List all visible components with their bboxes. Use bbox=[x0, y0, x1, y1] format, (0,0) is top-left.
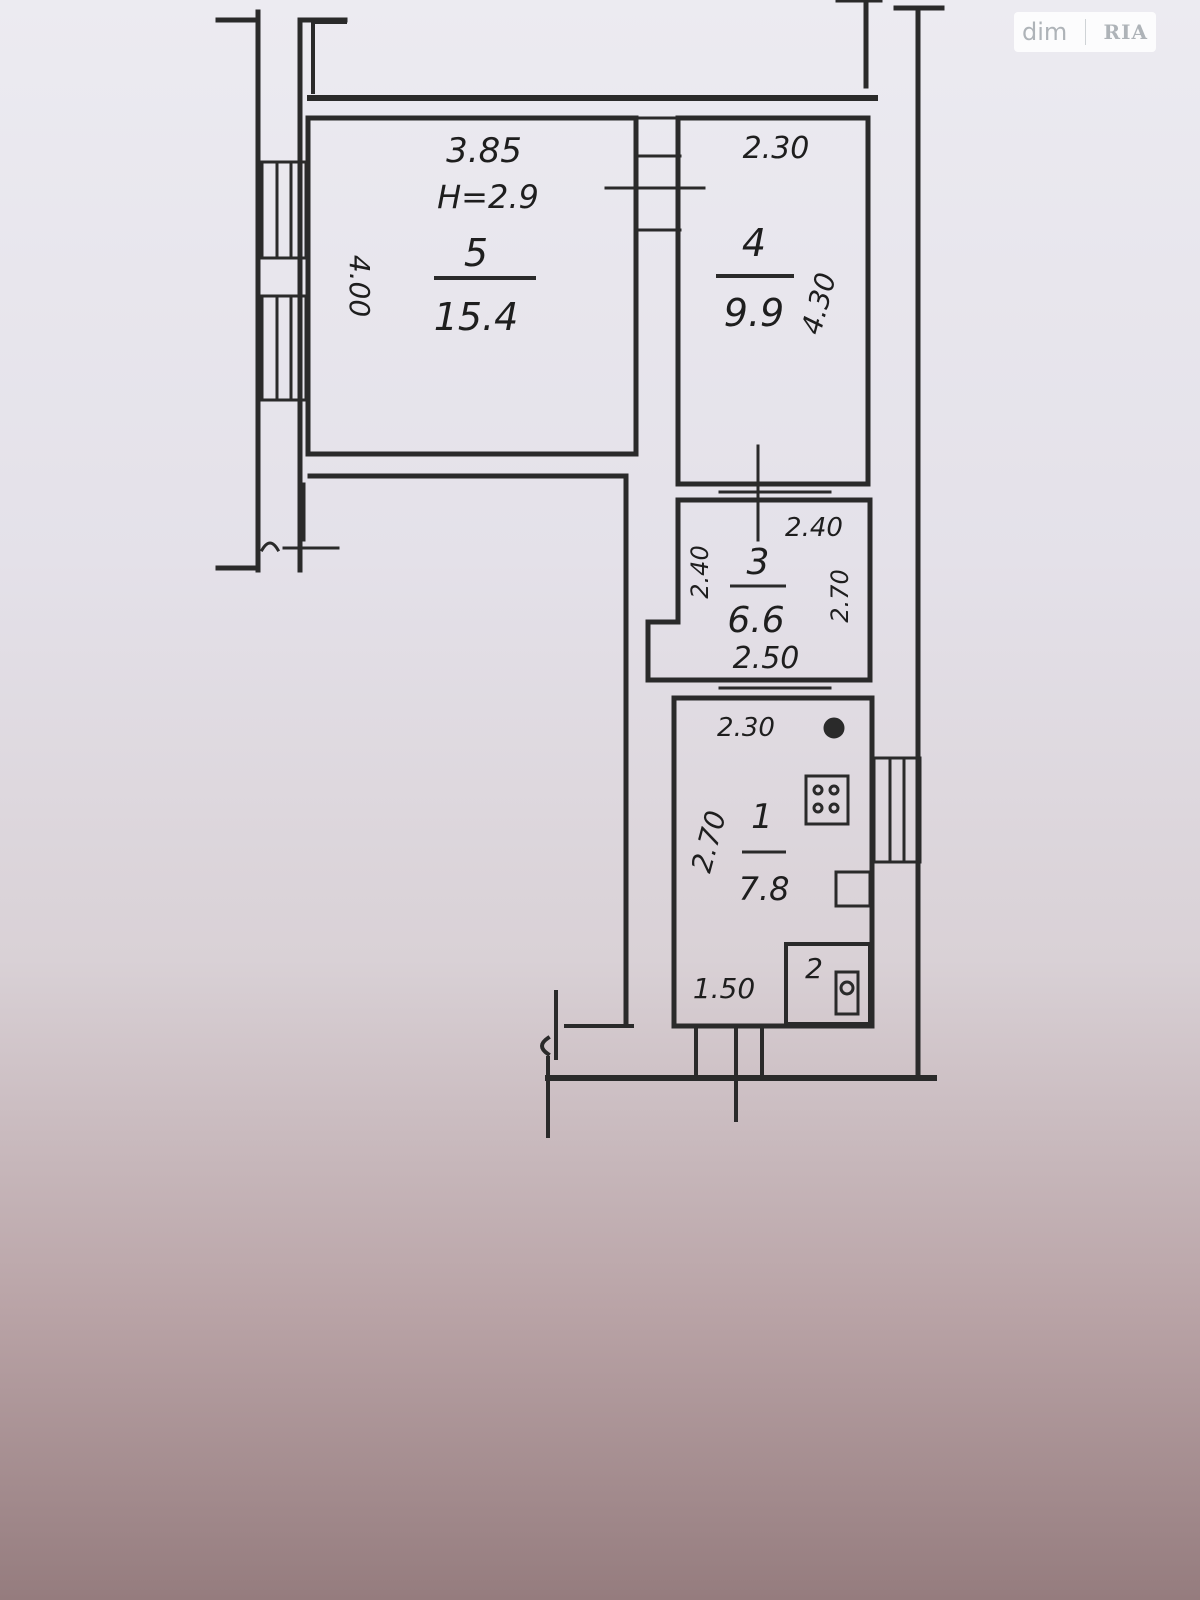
room-4-number: 4 bbox=[742, 221, 766, 265]
room-2-number: 2 bbox=[805, 952, 823, 985]
wall-top-right bbox=[835, 0, 945, 1081]
room-5-ceiling-height: H=2.9 bbox=[437, 178, 539, 216]
watermark-dim-text: dim bbox=[1022, 18, 1068, 46]
wall-left-outer bbox=[215, 9, 261, 573]
room-2-walls bbox=[784, 942, 872, 1026]
window-kitchen-right bbox=[872, 756, 922, 864]
wall-bottom-left bbox=[540, 990, 634, 1060]
room-5-side: 4.00 bbox=[343, 255, 376, 317]
room-3-area: 6.6 bbox=[727, 600, 784, 641]
room-1-walls bbox=[671, 695, 875, 1029]
room-3-width-top: 2.40 bbox=[785, 513, 843, 543]
toilet-icon bbox=[834, 970, 860, 1016]
room-1-side: 2.70 bbox=[685, 807, 733, 876]
watermark-divider bbox=[1084, 19, 1086, 45]
room-5-walls bbox=[305, 115, 639, 457]
room-1-width: 2.30 bbox=[717, 713, 775, 743]
stove-icon bbox=[804, 774, 850, 826]
room-1-area: 7.8 bbox=[739, 870, 790, 908]
room-4-walls bbox=[675, 115, 871, 487]
wall-corridor-stub bbox=[259, 482, 340, 553]
watermark-ria-logo: RIA bbox=[1103, 20, 1148, 44]
ladder-between-rooms bbox=[604, 116, 706, 232]
wall-room5-bottom bbox=[307, 473, 629, 1027]
room-3-number: 3 bbox=[747, 542, 770, 583]
room-1-number: 1 bbox=[751, 797, 773, 837]
gas-meter-icon bbox=[823, 717, 845, 739]
room-5-number: 5 bbox=[464, 231, 488, 275]
room-5-width: 3.85 bbox=[446, 131, 522, 171]
room-4-width: 2.30 bbox=[743, 131, 810, 166]
room-3-side-left: 2.40 bbox=[686, 545, 714, 598]
dim-ria-watermark: dim RIA bbox=[1014, 12, 1156, 52]
room-4-area: 9.9 bbox=[724, 291, 784, 335]
room-3-width-bottom: 2.50 bbox=[733, 641, 800, 676]
room-5-area: 15.4 bbox=[434, 295, 519, 339]
room-3-walls bbox=[645, 497, 873, 683]
wall-bottom-door bbox=[546, 1028, 764, 1138]
room-2-width: 1.50 bbox=[693, 972, 755, 1005]
wall-left-inner2 bbox=[311, 20, 347, 94]
room-3-side-right: 2.70 bbox=[826, 569, 854, 622]
sink-icon bbox=[834, 870, 872, 908]
room-4-side: 4.30 bbox=[795, 269, 843, 338]
